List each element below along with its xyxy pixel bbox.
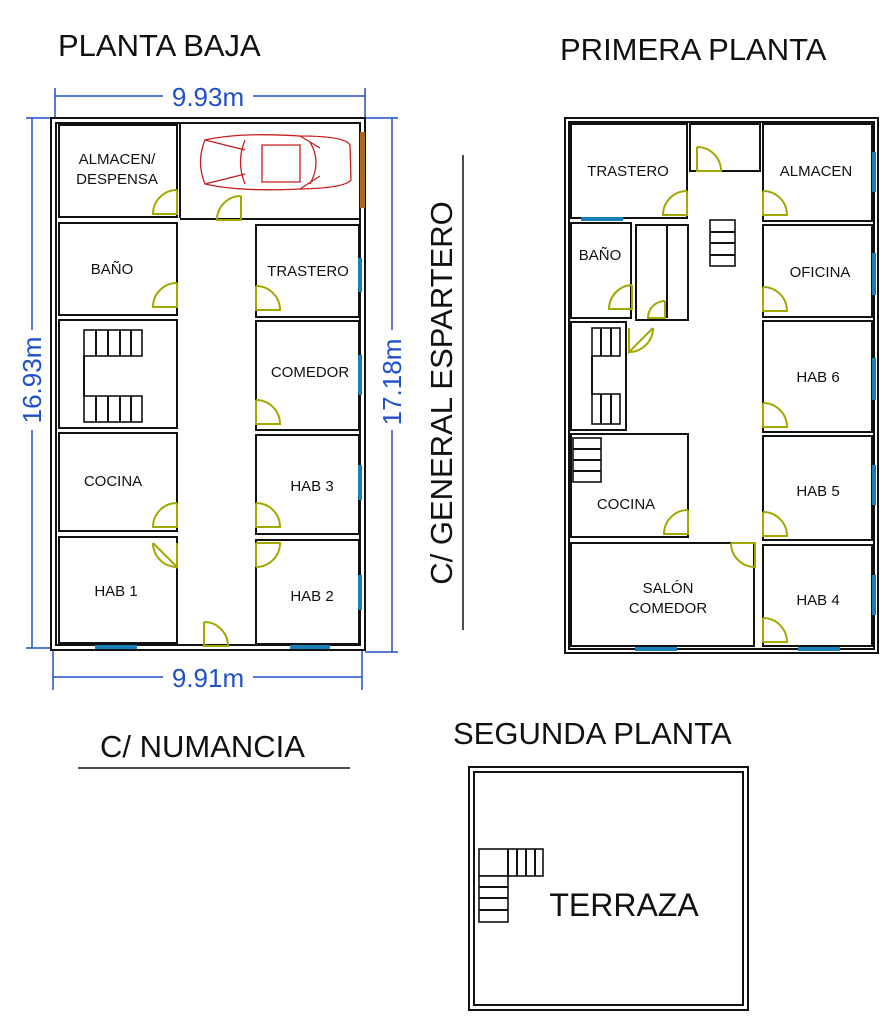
dimension-top: 9.93m <box>54 82 366 118</box>
label-hab4: HAB 4 <box>796 592 839 609</box>
room-bano <box>570 222 632 319</box>
label-trastero: TRASTERO <box>267 263 349 280</box>
label-comedor: COMEDOR <box>271 364 350 381</box>
room-hall <box>689 123 761 172</box>
second-floor-plan: TERRAZA <box>468 766 749 1011</box>
ground-floor-plan: 9.93m 9.91m 16.93m 17.18m <box>17 82 407 693</box>
door-icons <box>151 189 282 647</box>
label-terraza: TERRAZA <box>549 887 699 923</box>
room-bano <box>58 222 178 316</box>
room-trastero <box>570 123 688 219</box>
room-passage <box>635 224 689 321</box>
label-bano: BAÑO <box>91 261 134 278</box>
title-primera-planta: PRIMERA PLANTA <box>560 32 827 67</box>
svg-text:17.18m: 17.18m <box>377 339 407 426</box>
room-almacen <box>58 124 178 218</box>
room-salon <box>570 542 755 647</box>
stairs-icon <box>572 219 736 483</box>
outer-wall <box>564 117 879 654</box>
label-cocina: COCINA <box>597 496 655 513</box>
label-hab1: HAB 1 <box>94 583 137 600</box>
dimension-right: 17.18m <box>365 117 407 653</box>
room-stairs <box>570 321 627 431</box>
label-trastero: TRASTERO <box>587 163 669 180</box>
outer-wall <box>50 117 366 651</box>
label-bano: BAÑO <box>579 247 622 264</box>
room-hab1 <box>58 536 178 644</box>
label-hab2: HAB 2 <box>290 588 333 605</box>
label-oficina: OFICINA <box>790 264 851 281</box>
stairs-icon <box>83 329 143 423</box>
outer-wall <box>468 766 749 1011</box>
label-comedor: COMEDOR <box>629 600 708 617</box>
svg-text:9.93m: 9.93m <box>172 82 244 112</box>
label-cocina: COCINA <box>84 473 142 490</box>
label-despensa: DESPENSA <box>76 171 158 188</box>
dimension-left: 16.93m <box>17 117 52 649</box>
door-icons <box>607 146 789 643</box>
room-cocina <box>570 433 689 538</box>
street-numancia: C/ NUMANCIA <box>100 729 305 764</box>
title-planta-baja: PLANTA BAJA <box>58 28 261 63</box>
stairs-icon <box>478 848 544 923</box>
room-stairs <box>58 319 178 429</box>
street-general-espartero: C/ GENERAL ESPARTERO <box>424 201 459 585</box>
first-floor-plan: TRASTERO ALMACEN BAÑO OFICINA HAB 6 COCI… <box>564 117 879 654</box>
title-segunda-planta: SEGUNDA PLANTA <box>453 716 732 751</box>
svg-text:16.93m: 16.93m <box>17 337 47 424</box>
label-hab3: HAB 3 <box>290 478 333 495</box>
svg-text:9.91m: 9.91m <box>172 663 244 693</box>
label-hab6: HAB 6 <box>796 369 839 386</box>
label-almacen: ALMACEN/ <box>79 151 157 168</box>
label-salon: SALÓN <box>643 580 694 597</box>
label-hab5: HAB 5 <box>796 483 839 500</box>
room-cocina <box>58 432 178 532</box>
car-icon <box>199 134 352 191</box>
garage-door <box>360 132 365 208</box>
dimension-bottom: 9.91m <box>52 650 363 693</box>
label-almacen: ALMACEN <box>780 163 853 180</box>
